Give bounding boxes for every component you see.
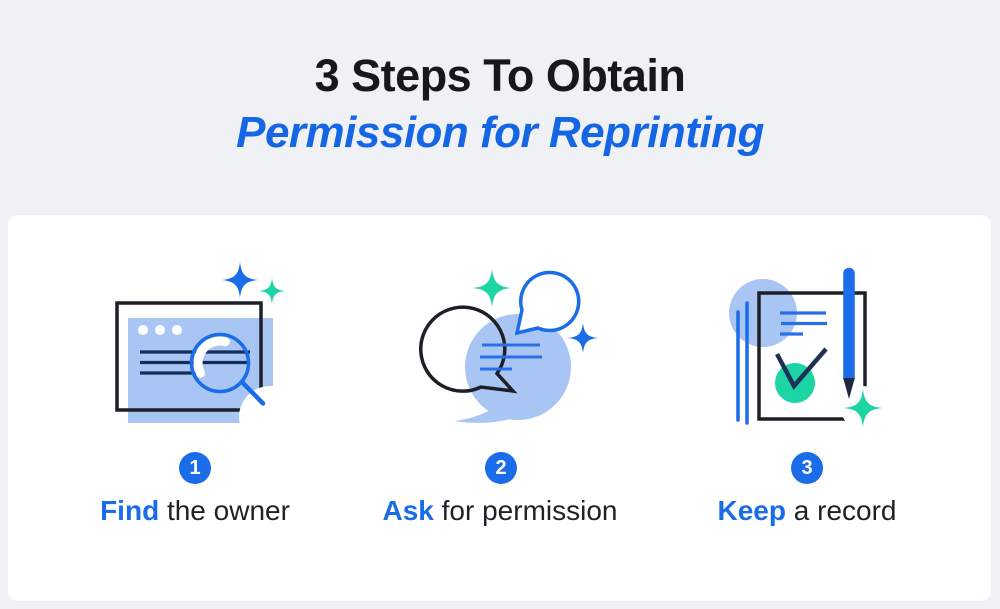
step-number: 3: [801, 456, 813, 479]
step-caption-lead: Keep: [717, 495, 786, 526]
step-caption: Keep a record: [647, 495, 967, 527]
checkmark-icon: [775, 347, 828, 403]
sparkle-icon: [222, 262, 285, 304]
step-caption-rest: a record: [785, 495, 897, 526]
step-number-badge: 3: [791, 452, 823, 484]
page-title-line2: Permission for Reprinting: [236, 108, 764, 157]
step-caption: Find the owner: [35, 495, 355, 527]
keep-record-illustration: [729, 267, 885, 430]
ask-permission-illustration: [419, 269, 598, 423]
sparkle-icon: [568, 323, 598, 353]
document-text-lines: [780, 311, 827, 336]
pen-icon: [843, 267, 855, 399]
document-icon: [757, 291, 867, 421]
step-number: 2: [495, 456, 507, 479]
speech-bubble-blue-icon: [514, 270, 581, 336]
step-caption-lead: Find: [100, 495, 160, 526]
steps-card: 1 2 3 Find the owner Ask for permission …: [8, 215, 991, 601]
browser-window-icon: [115, 301, 300, 430]
step-caption-rest: the owner: [159, 495, 290, 526]
step-number-badge: 2: [485, 452, 517, 484]
magnifier-icon: [189, 332, 266, 406]
step-caption-lead: Ask: [382, 495, 434, 526]
speech-bubble-outline-icon: [419, 305, 518, 394]
header: 3 Steps To Obtain Permission for Reprint…: [0, 53, 1000, 155]
step-number: 1: [189, 456, 201, 479]
speech-bubble-filled-icon: [455, 314, 571, 423]
find-owner-illustration: [115, 262, 300, 430]
sparkle-icon: [473, 269, 511, 307]
step-caption: Ask for permission: [340, 495, 660, 527]
margin-lines: [736, 301, 749, 425]
page-title-line1: 3 Steps To Obtain: [314, 50, 686, 101]
bubble-text-lines: [480, 343, 542, 371]
step-caption-rest: for permission: [433, 495, 618, 526]
step-number-badge: 1: [179, 452, 211, 484]
